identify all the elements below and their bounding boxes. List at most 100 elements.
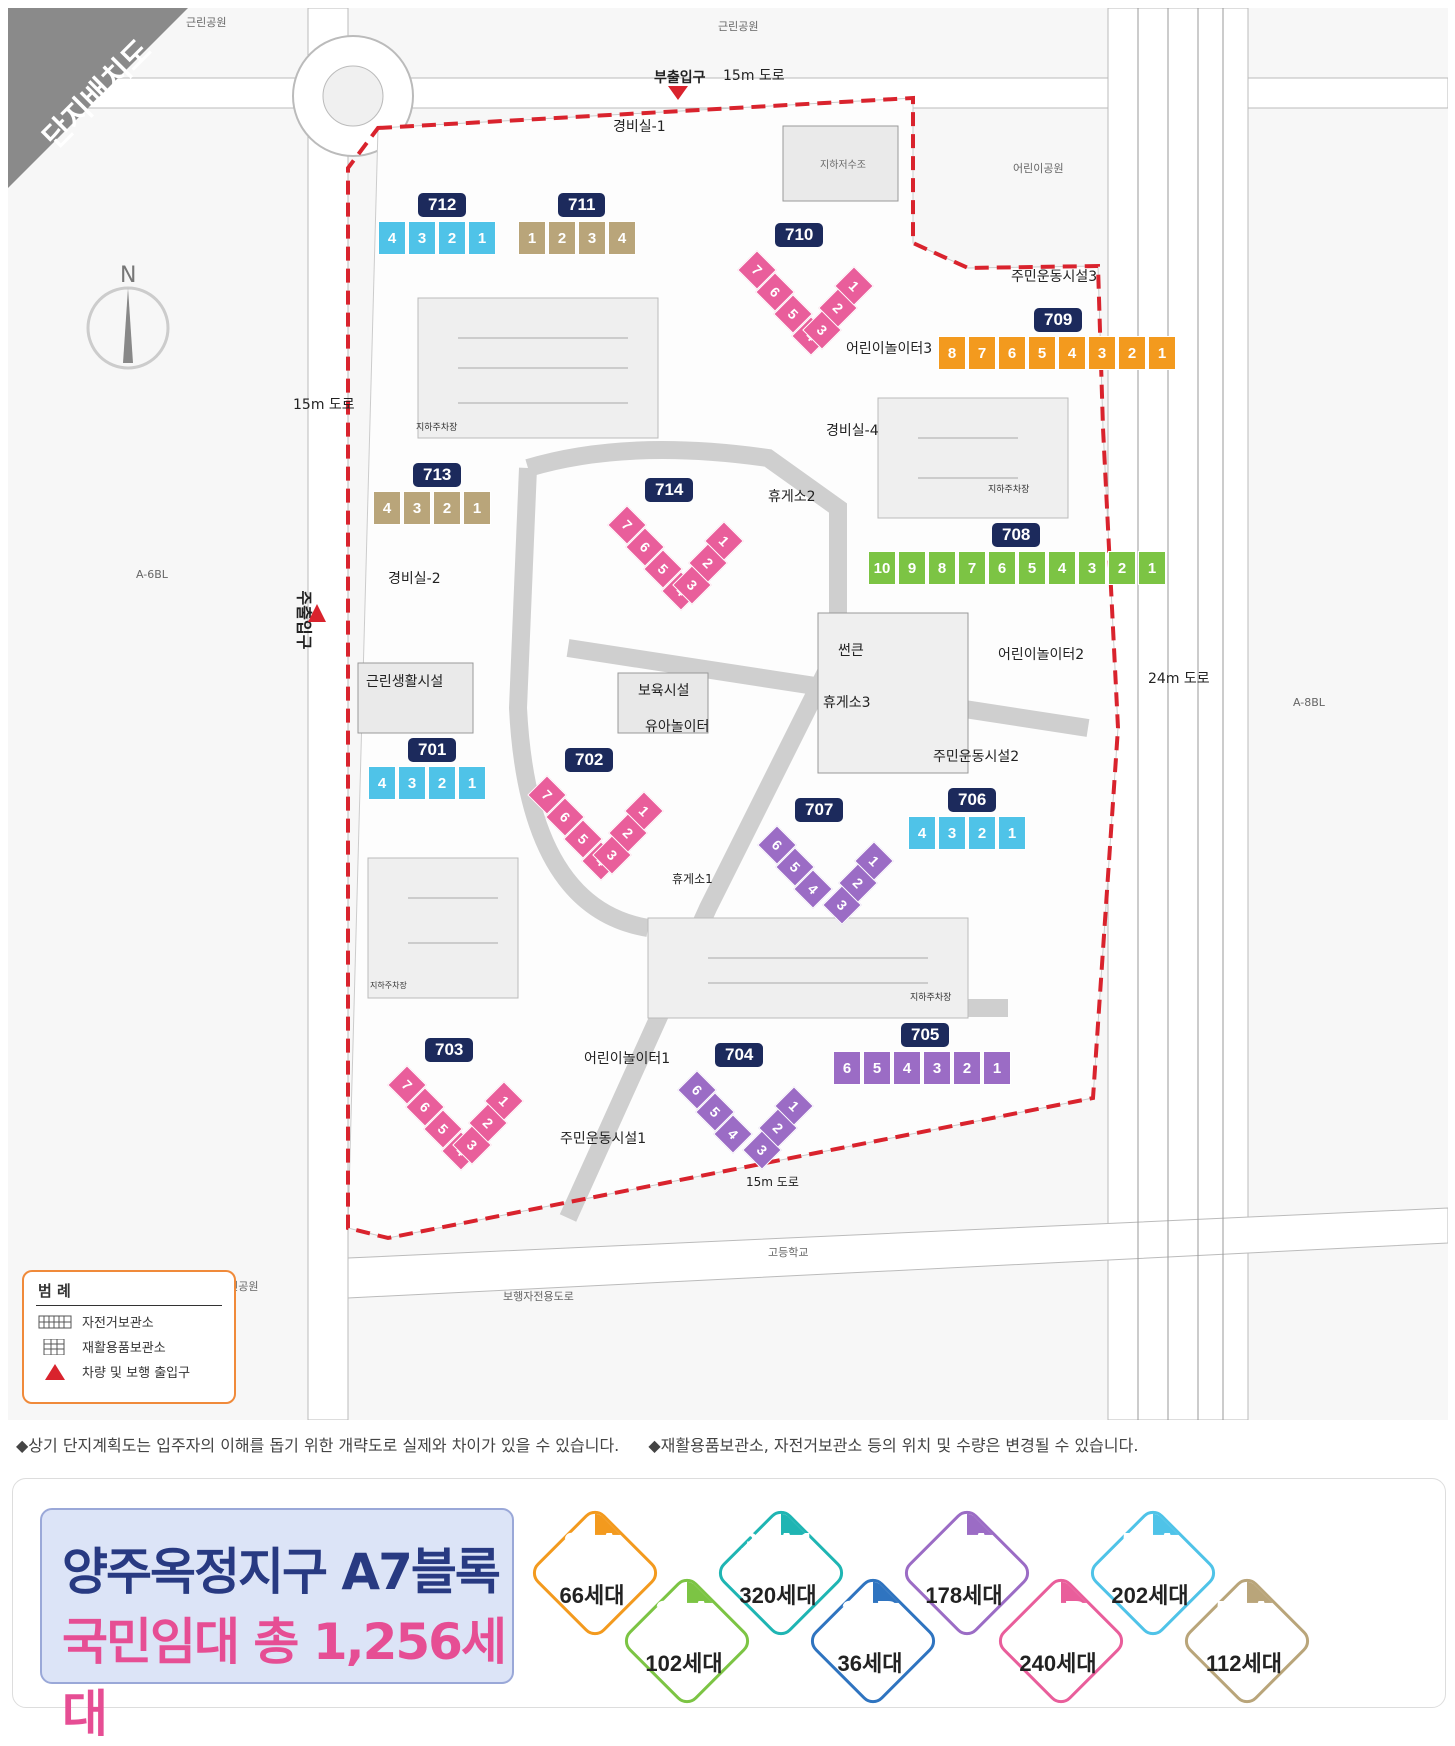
main-entrance-icon — [308, 604, 326, 622]
road-bottom: 15m 도로 — [746, 1175, 799, 1189]
building-709-core: 4 — [1058, 336, 1086, 370]
building-711-core: 2 — [548, 221, 576, 255]
summary-title-box: 양주옥정지구 A7블록 국민임대 총 1,256세대 — [40, 1508, 514, 1743]
toddler-play: 유아놀이터 — [645, 719, 710, 735]
compass-north: N — [120, 263, 137, 288]
building-704-badge[interactable]: 704 — [715, 1043, 764, 1067]
building-709-core: 7 — [968, 336, 996, 370]
building-713-core: 1 — [463, 491, 491, 525]
sunken: 썬큰 — [838, 643, 864, 659]
guard-2: 경비실-2 — [388, 571, 441, 587]
unit-type-count: 202세대 — [1111, 1583, 1189, 1608]
building-708-badge[interactable]: 708 — [992, 523, 1041, 547]
building-709-badge[interactable]: 709 — [1034, 308, 1083, 332]
unit-type-46A: 46A 178세대 — [899, 1505, 1035, 1641]
unit-type-label: 46A — [935, 1526, 993, 1561]
building-703-badge[interactable]: 703 — [425, 1038, 474, 1062]
playground-1: 어린이놀이터1 — [584, 1051, 671, 1067]
playground-2: 어린이놀이터2 — [998, 647, 1085, 663]
building-712-badge[interactable]: 712 — [418, 193, 467, 217]
unit-type-count: 240세대 — [1019, 1651, 1097, 1676]
building-706-core: 1 — [998, 816, 1026, 850]
unit-type-label: 29A — [563, 1526, 621, 1561]
fitness-2: 주민운동시설2 — [933, 749, 1020, 765]
building-712-core: 1 — [468, 221, 496, 255]
recycling-storage-icon — [43, 1338, 65, 1355]
walkway: 보행자전용도로 — [503, 1290, 574, 1303]
unit-type-label: 36B — [841, 1594, 899, 1629]
note-1: ◆상기 단지계획도는 입주자의 이해를 돕기 위한 개략도로 실제와 차이가 있… — [16, 1436, 620, 1455]
building-708-core: 5 — [1018, 551, 1046, 585]
unit-type-count: 102세대 — [645, 1651, 723, 1676]
road-right: 24m 도로 — [1148, 671, 1210, 687]
sub-entrance-label: 부출입구 — [654, 70, 706, 86]
building-708-core: 7 — [958, 551, 986, 585]
project-title: 양주옥정지구 A7블록 — [62, 1543, 501, 1601]
building-708-core: 6 — [988, 551, 1016, 585]
building-712-core: 2 — [438, 221, 466, 255]
building-705-core: 4 — [893, 1051, 921, 1085]
bicycle-storage-icon — [38, 1315, 72, 1328]
sub-entrance-icon — [668, 86, 688, 100]
kids-park-right: 어린이공원 — [1013, 162, 1064, 175]
building-711-badge[interactable]: 711 — [558, 193, 606, 217]
map-background — [8, 8, 1448, 1420]
parking-entrance-4: 지하주차장 — [370, 981, 407, 990]
notes: ◆상기 단지계획도는 입주자의 이해를 돕기 위한 개략도로 실제와 차이가 있… — [16, 1432, 1436, 1456]
site-boundary — [346, 95, 1121, 1241]
unit-type-36A1: 36A1 320세대 — [713, 1505, 849, 1641]
unit-type-label: 36A1 — [740, 1526, 816, 1561]
parking-entrance-2: 지하주차장 — [988, 485, 1030, 495]
building-706-badge[interactable]: 706 — [948, 788, 997, 812]
building-705-badge[interactable]: 705 — [901, 1023, 950, 1047]
building-707-badge[interactable]: 707 — [795, 798, 844, 822]
legend-item-bicycle: 자전거보관소 — [38, 1312, 220, 1331]
building-714-badge[interactable]: 714 — [645, 478, 694, 502]
building-708-core: 8 — [928, 551, 956, 585]
building-705-core: 3 — [923, 1051, 951, 1085]
building-701-badge[interactable]: 701 — [408, 738, 457, 762]
high-school: 고등학교 — [768, 1246, 809, 1259]
neighborhood-facility: 근린생활시설 — [366, 674, 444, 690]
legend: 범 례 자전거보관소 재활용품보관소 차량 및 보행 출입구 — [22, 1270, 236, 1404]
playground-3: 어린이놀이터3 — [846, 341, 933, 357]
unit-type-count: 112세대 — [1206, 1651, 1282, 1676]
building-713-badge[interactable]: 713 — [413, 463, 462, 487]
unit-type-36A: 36A 102세대 — [619, 1573, 755, 1709]
building-708-core: 4 — [1048, 551, 1076, 585]
guard-1: 경비실-1 — [613, 119, 666, 135]
unit-type-count: 320세대 — [739, 1583, 817, 1608]
daycare: 보육시설 — [638, 683, 690, 699]
building-708-core: 10 — [868, 551, 896, 585]
legend-label-bicycle: 자전거보관소 — [82, 1316, 154, 1331]
total-units: 국민임대 총 1,256세대 — [62, 1613, 507, 1743]
parking-entrance-1: 지하주차장 — [416, 423, 458, 433]
road-top: 15m 도로 — [723, 68, 785, 84]
unit-type-label: 36A — [655, 1594, 713, 1629]
building-705-core: 5 — [863, 1051, 891, 1085]
building-712-core: 3 — [408, 221, 436, 255]
building-710-badge[interactable]: 710 — [775, 223, 824, 247]
rest-3: 휴게소3 — [823, 695, 871, 711]
unit-type-count: 178세대 — [925, 1583, 1003, 1608]
rest-1: 휴게소1 — [672, 872, 713, 886]
building-709-core: 1 — [1148, 336, 1176, 370]
building-701-core: 2 — [428, 766, 456, 800]
legend-item-entrance: 차량 및 보행 출입구 — [38, 1362, 220, 1381]
building-709-core: 3 — [1088, 336, 1116, 370]
legend-item-recycling: 재활용품보관소 — [38, 1337, 220, 1356]
building-713-core: 4 — [373, 491, 401, 525]
building-709-core: 5 — [1028, 336, 1056, 370]
block-a6: A-6BL — [136, 568, 168, 581]
building-709-core: 2 — [1118, 336, 1146, 370]
building-702-badge[interactable]: 702 — [565, 748, 614, 772]
